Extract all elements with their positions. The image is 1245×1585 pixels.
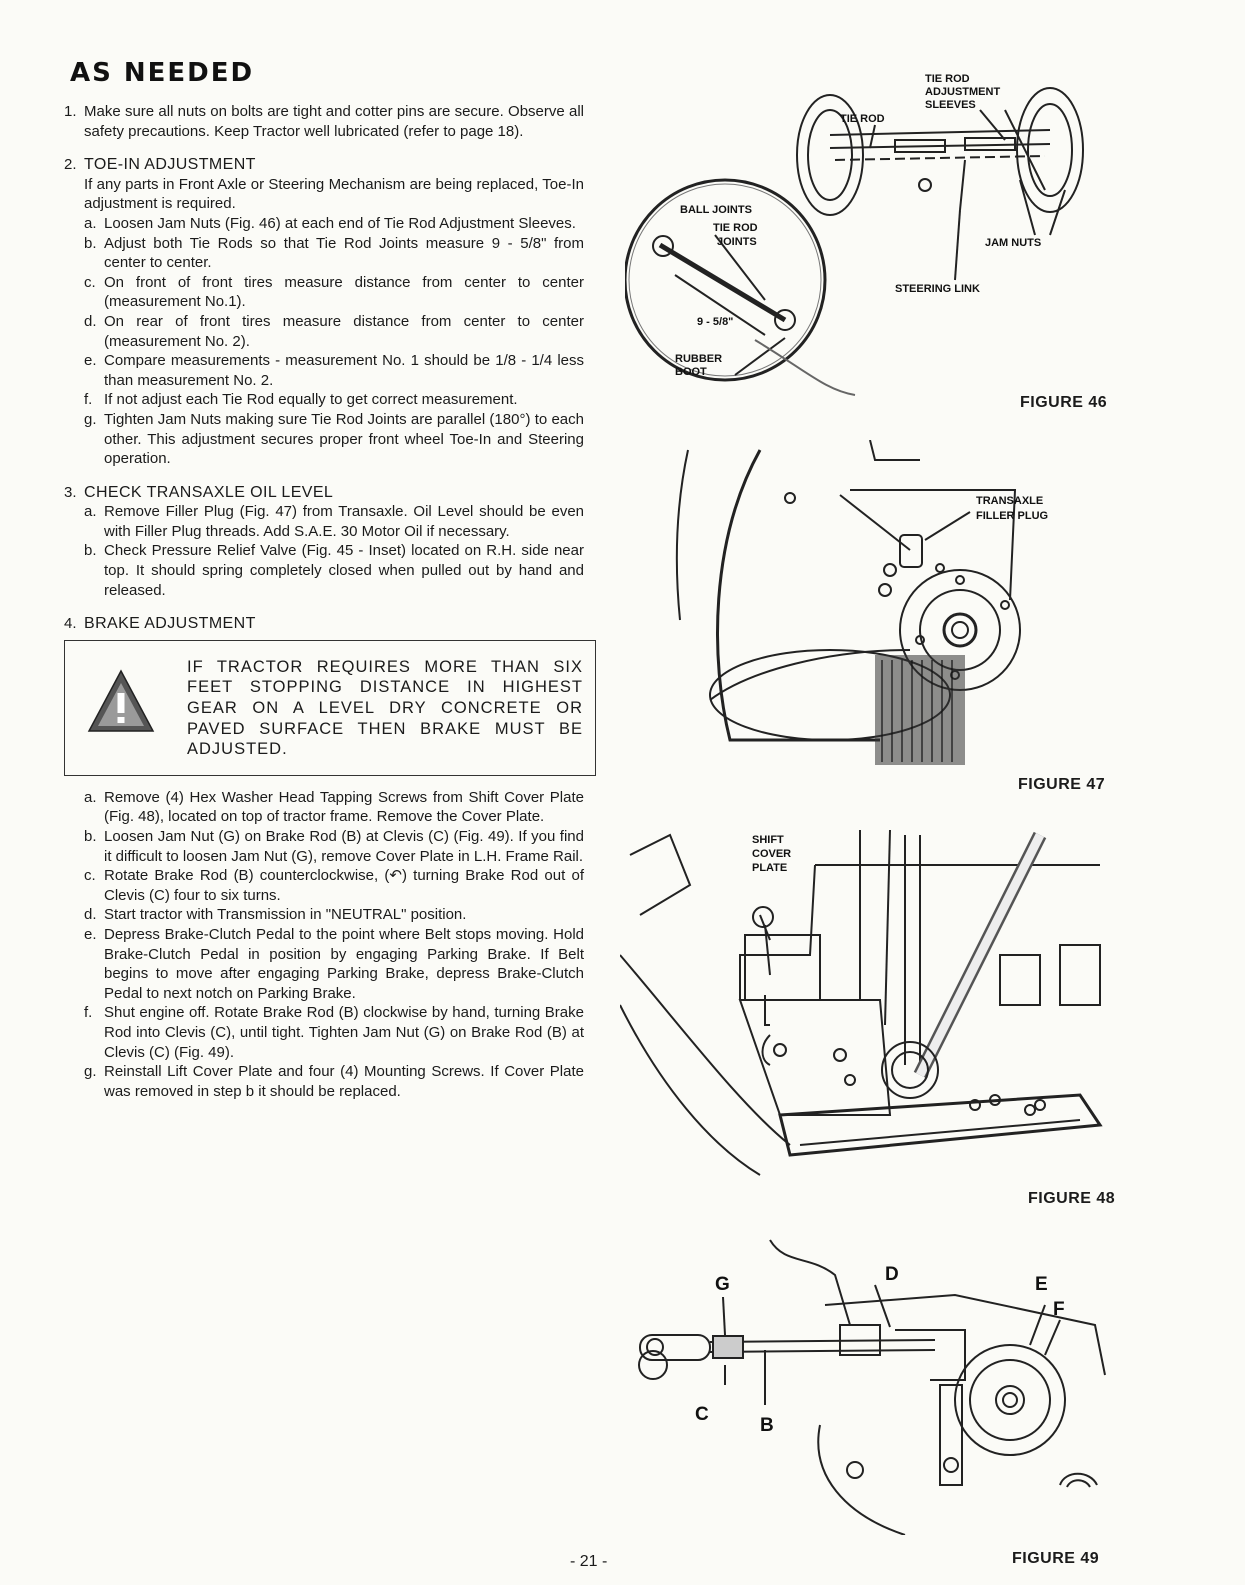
substep-text: If not adjust each Tie Rod equally to ge… (104, 391, 518, 409)
step-number: 2. (64, 156, 77, 174)
label-shift-cover-plate: COVER (752, 848, 791, 860)
label-tie-rod-adjustment: ADJUSTMENT (925, 86, 1000, 98)
substep-text: Adjust both Tie Rods so that Tie Rod Joi… (104, 234, 584, 272)
substep-letter: b. (84, 234, 97, 252)
step-title: CHECK TRANSAXLE OIL LEVEL (84, 483, 334, 501)
substep-text: Tighten Jam Nuts making sure Tie Rod Joi… (104, 410, 584, 468)
page-number: - 21 - (570, 1553, 608, 1570)
step-4: 4. BRAKE ADJUSTMENT IF TRACTOR REQUIRES … (64, 614, 596, 1101)
label-d: D (885, 1264, 899, 1285)
substep-letter: b. (84, 828, 97, 846)
step-title: TOE-IN ADJUSTMENT (84, 156, 256, 174)
substep: f. If not adjust each Tie Rod equally to … (84, 390, 584, 410)
substep: a. Remove Filler Plug (Fig. 47) from Tran… (84, 502, 584, 541)
substep-text: On front of front tires measure distance… (104, 273, 584, 311)
substep-letter: f. (84, 391, 93, 409)
substep-text: Remove (4) Hex Washer Head Tapping Screw… (104, 788, 584, 826)
label-f: F (1053, 1299, 1065, 1320)
step-number: 4. (64, 615, 77, 633)
substep-text: On rear of front tires measure distance … (104, 312, 584, 350)
substep: f. Shut engine off. Rotate Brake Rod (B) … (84, 1003, 584, 1062)
substep: d. Start tractor with Transmission in "NE… (84, 905, 584, 925)
substep-letter: g. (84, 410, 97, 428)
substep: d. On rear of front tires measure distanc… (84, 312, 584, 351)
label-rubber-boot: BOOT (675, 366, 707, 378)
substep-text: Loosen Jam Nuts (Fig. 46) at each end of… (104, 214, 576, 232)
warning-box: IF TRACTOR REQUIRES MORE THAN SIX FEET S… (64, 639, 596, 776)
substep: c. Rotate Brake Rod (B) counterclockwise,… (84, 866, 584, 905)
substep-letter: a. (84, 214, 97, 232)
label-ball-joints: BALL JOINTS (680, 204, 752, 216)
substep: a. Loosen Jam Nuts (Fig. 46) at each end … (84, 214, 584, 234)
substep-text: Compare measurements - measurement No. 1… (104, 352, 584, 389)
substep-letter: f. (84, 1004, 93, 1022)
substep-letter: c. (84, 273, 96, 291)
figure-46-labels: TIE ROD ADJUSTMENT SLEEVES TIE ROD BALL … (675, 73, 1041, 378)
figure-48-shift-cover-plate-illustration: SHIFT COVER PLATE (620, 829, 1103, 1176)
label-b: B (760, 1415, 774, 1436)
label-g: G (715, 1274, 730, 1295)
substep-letter: a. (84, 503, 97, 521)
figure-48-caption: FIGURE 48 (1028, 1190, 1116, 1207)
instructions-column: AS NEEDED 1. Make sure all nuts on bolts… (64, 58, 596, 1115)
warning-text: IF TRACTOR REQUIRES MORE THAN SIX FEET S… (187, 657, 583, 759)
substep-letter: g. (84, 1063, 97, 1081)
substep-text: Reinstall Lift Cover Plate and four (4) … (104, 1063, 584, 1100)
substep-text: Loosen Jam Nut (G) on Brake Rod (B) at C… (104, 828, 584, 865)
substep-letter: b. (84, 542, 97, 560)
substep-letter: e. (84, 352, 97, 370)
step-number: 1. (64, 103, 77, 120)
step-number: 3. (64, 483, 77, 501)
step-1: 1. Make sure all nuts on bolts are tight… (64, 102, 584, 141)
substep-letter: d. (84, 906, 97, 924)
substep: b. Check Pressure Relief Valve (Fig. 45 -… (84, 541, 584, 600)
substep-letter: a. (84, 788, 97, 806)
label-tie-rod-adjustment: TIE ROD (925, 73, 970, 85)
section-heading: AS NEEDED (70, 58, 255, 88)
figure-49-caption: FIGURE 49 (1012, 1550, 1100, 1567)
substep: e. Compare measurements - measurement No.… (84, 351, 584, 390)
substep: b. Adjust both Tie Rods so that Tie Rod J… (84, 234, 584, 273)
label-e: E (1035, 1274, 1048, 1295)
step-text: Make sure all nuts on bolts are tight an… (84, 103, 584, 140)
label-tie-rod-adjustment: SLEEVES (925, 99, 976, 111)
label-transaxle: TRANSAXLE (976, 495, 1043, 507)
step-title: BRAKE ADJUSTMENT (84, 615, 256, 633)
label-tie-rod-joints: JOINTS (717, 236, 757, 248)
figure-47-transaxle-illustration: TRANSAXLE FILLER PLUG (675, 440, 1048, 765)
label-jam-nuts: JAM NUTS (985, 237, 1041, 249)
substep: a. Remove (4) Hex Washer Head Tapping Scr… (84, 788, 584, 827)
substep-text: Depress Brake-Clutch Pedal to the point … (104, 926, 584, 1002)
substep-text: Start tractor with Transmission in "NEUT… (104, 906, 467, 924)
substep: b. Loosen Jam Nut (G) on Brake Rod (B) at… (84, 827, 584, 866)
label-tie-rod: TIE ROD (840, 113, 885, 125)
substep-text: Check Pressure Relief Valve (Fig. 45 - I… (104, 542, 584, 599)
label-filler-plug: FILLER PLUG (976, 510, 1048, 522)
warning-triangle-icon (87, 669, 155, 732)
label-shift-cover-plate: SHIFT (752, 834, 784, 846)
substep-text: Rotate Brake Rod (B) counterclockwise, (… (104, 867, 584, 904)
figure-47-caption: FIGURE 47 (1018, 776, 1106, 793)
substep-letter: d. (84, 312, 97, 330)
label-measurement: 9 - 5/8" (697, 316, 733, 328)
label-shift-cover-plate: PLATE (752, 862, 787, 874)
substep-letter: e. (84, 926, 97, 943)
substep: e. Depress Brake-Clutch Pedal to the poin… (84, 925, 584, 1003)
label-tie-rod-joints: TIE ROD (713, 222, 758, 234)
label-c: C (695, 1404, 709, 1425)
substep-letter: c. (84, 867, 96, 885)
step-text: If any parts in Front Axle or Steering M… (84, 175, 584, 213)
label-rubber-boot: RUBBER (675, 353, 722, 365)
substep-text: Shut engine off. Rotate Brake Rod (B) cl… (104, 1004, 584, 1061)
label-steering-link: STEERING LINK (895, 283, 980, 295)
step-2: 2. TOE-IN ADJUSTMENT If any parts in Fro… (64, 155, 584, 469)
substep-text: Remove Filler Plug (Fig. 47) from Transa… (104, 503, 584, 540)
step-3: 3. CHECK TRANSAXLE OIL LEVEL a. Remove Fi… (64, 483, 584, 601)
figure-49-brake-rod-illustration: G D E F C B (638, 1239, 1106, 1535)
figure-46-caption: FIGURE 46 (1020, 394, 1108, 411)
substep: c. On front of front tires measure distan… (84, 273, 584, 312)
figure-46-front-axle-illustration: TIE ROD ADJUSTMENT SLEEVES TIE ROD BALL … (625, 73, 1084, 396)
substep: g. Tighten Jam Nuts making sure Tie Rod J… (84, 410, 584, 469)
substep: g. Reinstall Lift Cover Plate and four (4… (84, 1062, 584, 1101)
